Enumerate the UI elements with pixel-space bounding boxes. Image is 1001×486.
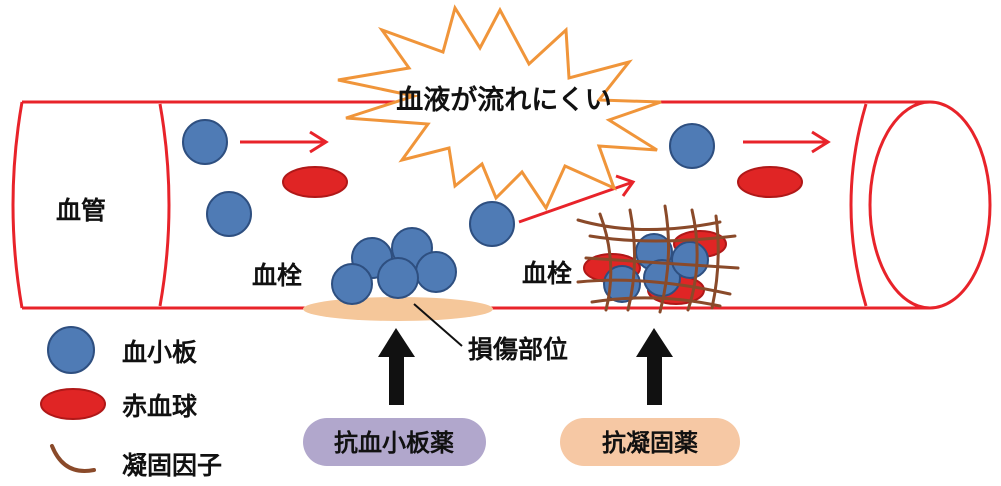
platelet-icon bbox=[47, 326, 95, 374]
antiplatelet-drug-pill: 抗血小板薬 bbox=[303, 418, 486, 466]
coagulation-factor-icon bbox=[50, 444, 96, 473]
platelet bbox=[669, 123, 715, 169]
vessel-left-opening bbox=[11, 101, 24, 309]
injury-site-label: 損傷部位 bbox=[468, 335, 568, 364]
right-thrombus-label: 血栓 bbox=[522, 259, 572, 288]
left-thrombus-label: 血栓 bbox=[252, 261, 302, 290]
anticoagulant-drug-pill: 抗凝固薬 bbox=[560, 418, 740, 466]
fibrin-clot bbox=[576, 204, 740, 314]
burst-shape bbox=[337, 4, 662, 212]
platelet bbox=[469, 201, 515, 247]
antiplatelet-drug-label: 抗血小板薬 bbox=[334, 429, 454, 457]
red-blood-cell bbox=[737, 166, 803, 198]
injury-leader-line bbox=[413, 303, 463, 347]
platelet-aggregate bbox=[331, 227, 457, 305]
red-blood-cell-icon bbox=[40, 388, 106, 420]
anticoagulant-arrow bbox=[636, 328, 673, 405]
restricted-flow-burst: 血液が流れにくい bbox=[337, 4, 662, 212]
free-red-blood-cells bbox=[282, 166, 803, 198]
burst-text: 血液が流れにくい bbox=[396, 84, 611, 116]
coagulation-factor-strands bbox=[576, 204, 740, 314]
platelet bbox=[643, 259, 681, 297]
platelet bbox=[206, 191, 252, 237]
platelet bbox=[182, 119, 228, 165]
vessel-left-inner-rim bbox=[158, 103, 171, 307]
legend-label-platelet: 血小板 bbox=[122, 338, 197, 367]
legend-label-coagulation-factor: 凝固因子 bbox=[122, 451, 222, 480]
legend: 血小板 赤血球 凝固因子 bbox=[40, 326, 222, 480]
platelet bbox=[671, 241, 709, 279]
legend-label-red-blood-cell: 赤血球 bbox=[122, 392, 198, 421]
injury-site-mark bbox=[303, 297, 493, 321]
antiplatelet-arrow bbox=[378, 328, 415, 405]
anticoagulant-drug-label: 抗凝固薬 bbox=[602, 429, 698, 457]
flow-arrow-3 bbox=[743, 130, 831, 154]
platelet bbox=[331, 263, 373, 305]
red-blood-cell bbox=[282, 166, 348, 198]
flow-arrow-1 bbox=[240, 130, 329, 154]
platelet bbox=[377, 257, 419, 299]
platelet bbox=[415, 251, 457, 293]
vessel-right-inner-rim bbox=[849, 103, 868, 307]
free-platelets bbox=[182, 119, 715, 247]
vessel-right-opening bbox=[868, 100, 992, 310]
vessel-label: 血管 bbox=[56, 196, 106, 225]
